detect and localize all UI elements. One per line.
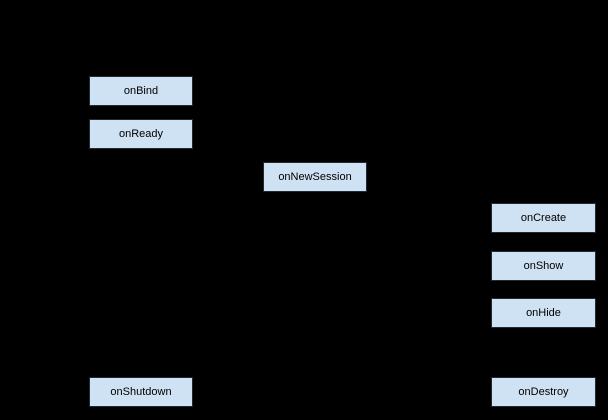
node-onshutdown-label: onShutdown: [110, 385, 172, 398]
node-onbind: onBind: [89, 76, 193, 106]
node-onshow: onShow: [491, 251, 596, 281]
node-onhide-label: onHide: [526, 306, 561, 319]
node-onhide: onHide: [491, 298, 596, 328]
node-onready: onReady: [89, 119, 193, 149]
node-oncreate-label: onCreate: [520, 211, 567, 224]
node-ondestroy: onDestroy: [491, 377, 596, 407]
node-onnewsession: onNewSession: [263, 162, 367, 192]
node-ondestroy-label: onDestroy: [518, 385, 569, 398]
node-onready-label: onReady: [118, 127, 164, 140]
node-oncreate: onCreate: [491, 203, 596, 233]
node-onshutdown: onShutdown: [89, 377, 193, 407]
node-onbind-label: onBind: [123, 84, 159, 97]
node-onshow-label: onShow: [523, 259, 564, 272]
node-onnewsession-label: onNewSession: [278, 170, 352, 183]
